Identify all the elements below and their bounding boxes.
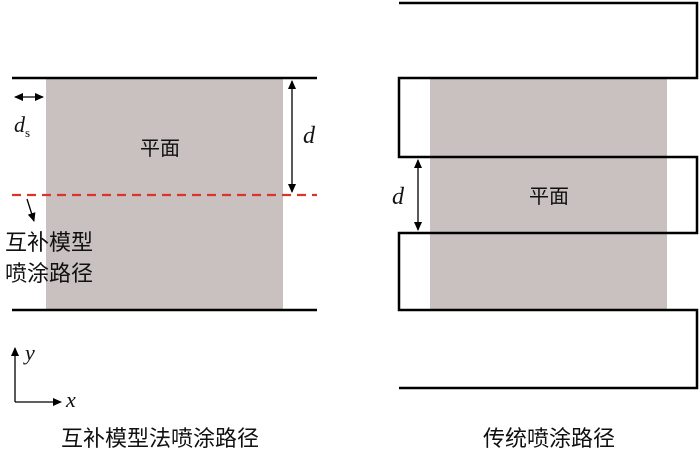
left-d-label: d <box>303 123 316 149</box>
right-d-label: d <box>392 184 405 210</box>
right-caption: 传统喷涂路径 <box>483 427 615 452</box>
y-axis-label: y <box>23 340 35 365</box>
x-axis-label: x <box>65 387 76 412</box>
right-plane-label: 平面 <box>529 184 569 208</box>
left-figure: ds d 平面 互补模型 喷涂路径 y x 互补模型法喷涂路径 <box>5 76 317 452</box>
left-plane-label: 平面 <box>140 136 180 160</box>
path-label-line2: 喷涂路径 <box>5 262 93 287</box>
traditional-spray-path <box>397 1 699 390</box>
right-figure: d 平面 传统喷涂路径 <box>392 1 699 452</box>
ds-label: ds <box>14 112 30 140</box>
path-leader-arrow <box>26 198 36 222</box>
right-plane-area <box>430 78 667 310</box>
path-label-line1: 互补模型 <box>5 231 93 256</box>
left-caption: 互补模型法喷涂路径 <box>61 427 259 452</box>
